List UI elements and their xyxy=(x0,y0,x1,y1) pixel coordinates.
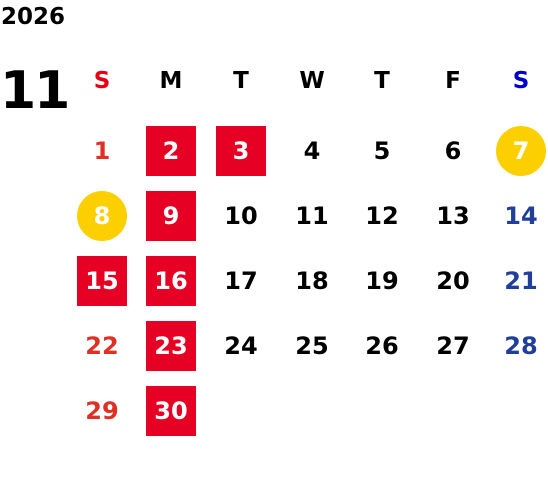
calendar-day[interactable]: 12 xyxy=(365,202,399,230)
calendar-day-sunday[interactable]: 29 xyxy=(85,397,119,425)
calendar-day[interactable]: 27 xyxy=(436,332,470,360)
calendar-year: 2026 xyxy=(1,4,66,30)
weekday-label-sunday: S xyxy=(93,68,111,94)
calendar-day[interactable]: 11 xyxy=(295,202,329,230)
calendar-day-saturday[interactable]: 28 xyxy=(504,332,538,360)
calendar-day-holiday[interactable]: 23 xyxy=(146,321,196,371)
calendar-day[interactable]: 26 xyxy=(365,332,399,360)
calendar-day[interactable]: 6 xyxy=(444,137,462,165)
calendar-day[interactable]: 19 xyxy=(365,267,399,295)
weekday-label-wednesday: W xyxy=(299,68,325,94)
calendar-day-sunday[interactable]: 1 xyxy=(93,137,111,165)
calendar-day-holiday[interactable]: 30 xyxy=(146,386,196,436)
calendar-day[interactable]: 17 xyxy=(224,267,258,295)
calendar-day[interactable]: 13 xyxy=(436,202,470,230)
calendar-month: 11 xyxy=(0,61,70,121)
calendar-day[interactable]: 10 xyxy=(224,202,258,230)
calendar-day[interactable]: 5 xyxy=(373,137,391,165)
weekday-label-tuesday: T xyxy=(233,68,249,94)
calendar-day[interactable]: 20 xyxy=(436,267,470,295)
calendar-day-holiday[interactable]: 16 xyxy=(146,256,196,306)
calendar-day[interactable]: 4 xyxy=(303,137,321,165)
calendar-day-highlighted[interactable]: 8 xyxy=(77,191,127,241)
calendar-day[interactable]: 24 xyxy=(224,332,258,360)
calendar-day[interactable]: 25 xyxy=(295,332,329,360)
calendar-day-saturday[interactable]: 14 xyxy=(504,202,538,230)
calendar-day-holiday[interactable]: 2 xyxy=(146,126,196,176)
calendar-day-sunday[interactable]: 22 xyxy=(85,332,119,360)
weekday-label-saturday: S xyxy=(512,68,530,94)
calendar-day-holiday[interactable]: 3 xyxy=(216,126,266,176)
calendar-day-saturday[interactable]: 21 xyxy=(504,267,538,295)
calendar-day-highlighted[interactable]: 7 xyxy=(496,126,546,176)
weekday-label-monday: M xyxy=(159,68,183,94)
weekday-label-thursday: T xyxy=(374,68,390,94)
calendar-day-holiday[interactable]: 9 xyxy=(146,191,196,241)
weekday-label-friday: F xyxy=(445,68,461,94)
calendar-day[interactable]: 18 xyxy=(295,267,329,295)
calendar-day-holiday[interactable]: 15 xyxy=(77,256,127,306)
